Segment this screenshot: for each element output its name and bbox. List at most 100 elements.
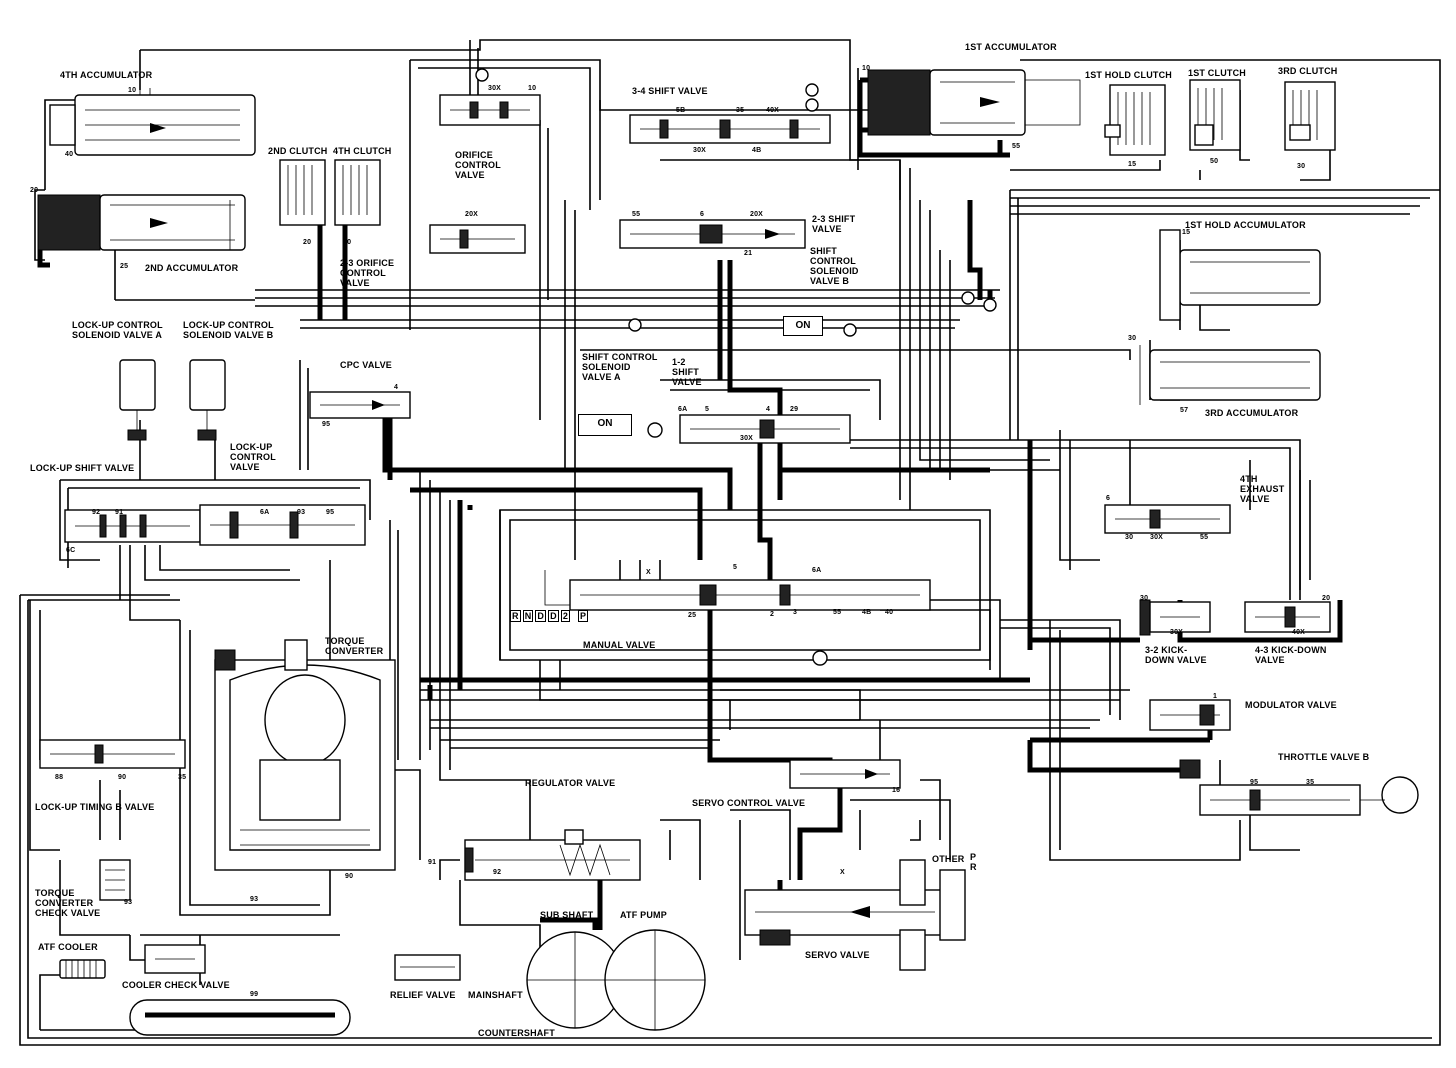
label-r: R [970, 862, 977, 872]
valve-servo-control [789, 759, 901, 789]
position-2: 2 [560, 610, 571, 622]
label-throttle-valve-b: THROTTLE VALVE B [1278, 752, 1370, 762]
port-label: 55 [833, 609, 842, 616]
clutch-2nd [279, 159, 326, 226]
port-label: 29 [790, 406, 799, 413]
label-32-kickdown-valve: 3-2 KICK-DOWN VALVE [1145, 645, 1207, 665]
port-label: 4B [752, 147, 762, 154]
port-label: 35 [736, 107, 745, 114]
label-lockup-shift-valve: LOCK-UP SHIFT VALVE [30, 463, 135, 473]
label-lockup-timing-valve: LOCK-UP TIMING B VALVE [35, 802, 155, 812]
port-label: 30X [488, 85, 502, 92]
label-countershaft: COUNTERSHAFT [478, 1028, 555, 1038]
clutch-4th [334, 159, 381, 226]
valve-throttle-b [1179, 759, 1419, 816]
port-label: 93 [124, 899, 133, 906]
accumulator-2nd [37, 194, 246, 251]
label-43-kickdown-valve: 4-3 KICK-DOWN VALVE [1255, 645, 1327, 665]
port-label: 20X [750, 211, 764, 218]
port-label: X [646, 569, 651, 576]
label-4th-accumulator: 4TH ACCUMULATOR [60, 70, 153, 80]
port-label: 30X [740, 435, 754, 442]
solenoid-lockup-a [119, 359, 156, 441]
port-label: 91 [115, 509, 124, 516]
port-label: 3 [793, 609, 798, 616]
valve-43-kickdown [1244, 601, 1331, 633]
port-label: 91 [428, 859, 437, 866]
label-mainshaft: MAINSHAFT [468, 990, 523, 1000]
port-label: 35 [1306, 779, 1315, 786]
label-12-shift-valve: 1-2 SHIFT VALVE [672, 357, 702, 387]
valve-32-kickdown [1139, 599, 1211, 636]
valve-34-shift [629, 114, 831, 144]
port-label: 95 [322, 421, 331, 428]
solenoid-b-on-indicator: ON [783, 316, 823, 336]
accumulator-4th [49, 88, 256, 156]
port-label: 20 [30, 187, 39, 194]
oil-reservoir [129, 999, 351, 1036]
label-cpc-valve: CPC VALVE [340, 360, 392, 370]
clutch-1st [1189, 79, 1241, 151]
port-label: 5B [676, 107, 686, 114]
port-label: 6A [812, 567, 822, 574]
port-label: 30X [1150, 534, 1164, 541]
label-lockup-solenoid-b: LOCK-UP CONTROL SOLENOID VALVE B [183, 320, 274, 340]
port-label: 95 [1250, 779, 1259, 786]
position-d3: D [548, 610, 559, 622]
port-label: 4 [394, 384, 399, 391]
port-label: 99 [250, 991, 259, 998]
label-1st-clutch: 1ST CLUTCH [1188, 68, 1246, 78]
solenoid-lockup-b [189, 359, 226, 441]
position-n: N [522, 610, 534, 622]
port-label: 20 [303, 239, 312, 246]
clutch-3rd [1284, 81, 1336, 151]
label-3rd-clutch: 3RD CLUTCH [1278, 66, 1338, 76]
port-label: 40 [343, 239, 352, 246]
port-label: 55 [1012, 143, 1021, 150]
port-label: 4 [766, 406, 771, 413]
position-r: R [510, 610, 521, 622]
label-regulator-valve: REGULATOR VALVE [525, 778, 616, 788]
port-label: 55 [1200, 534, 1209, 541]
label-shift-control-solenoid-a: SHIFT CONTROL SOLENOID VALVE A [582, 352, 658, 382]
valve-cpc [309, 391, 411, 419]
label-other: OTHER [932, 854, 965, 864]
valve-lockup-control [199, 504, 366, 546]
port-label: 88 [55, 774, 64, 781]
label-lockup-solenoid-a: LOCK-UP CONTROL SOLENOID VALVE A [72, 320, 163, 340]
label-servo-control-valve: SERVO CONTROL VALVE [692, 798, 806, 808]
label-cooler-check-valve: COOLER CHECK VALVE [122, 980, 230, 990]
label-2nd-accumulator: 2ND ACCUMULATOR [145, 263, 239, 273]
valve-23-orifice [429, 224, 526, 254]
port-label: 10 [128, 87, 137, 94]
port-label: 6 [1106, 495, 1111, 502]
port-label: 2 [770, 611, 775, 618]
port-label: 15 [1182, 229, 1191, 236]
label-atf-cooler: ATF COOLER [38, 942, 98, 952]
port-label: 30X [693, 147, 707, 154]
valve-12-shift [679, 414, 851, 444]
port-label: 93 [297, 509, 306, 516]
port-label: 92 [92, 509, 101, 516]
valve-regulator [464, 829, 641, 881]
check-balls [475, 68, 997, 666]
port-label: 4B [862, 609, 872, 616]
port-label: 20 [1322, 595, 1331, 602]
valve-orifice-control [439, 94, 541, 126]
label-34-shift-valve: 3-4 SHIFT VALVE [632, 86, 708, 96]
position-p: P [578, 610, 589, 622]
port-label: X [840, 869, 845, 876]
valve-tc-check [99, 859, 131, 901]
label-torque-converter: TORQUE CONVERTER [325, 636, 384, 656]
valve-lockup-shift [64, 509, 201, 543]
label-p: P [970, 852, 977, 862]
port-label: 30 [1297, 163, 1306, 170]
valve-modulator [1149, 699, 1231, 731]
valve-manual [544, 570, 931, 611]
label-orifice-control-valve: ORIFICE CONTROL VALVE [455, 150, 501, 180]
label-1st-hold-clutch: 1ST HOLD CLUTCH [1085, 70, 1172, 80]
port-label: 15 [1128, 161, 1137, 168]
port-label: 10 [862, 65, 871, 72]
valve-23-shift [619, 219, 806, 249]
port-label: 6 [700, 211, 705, 218]
